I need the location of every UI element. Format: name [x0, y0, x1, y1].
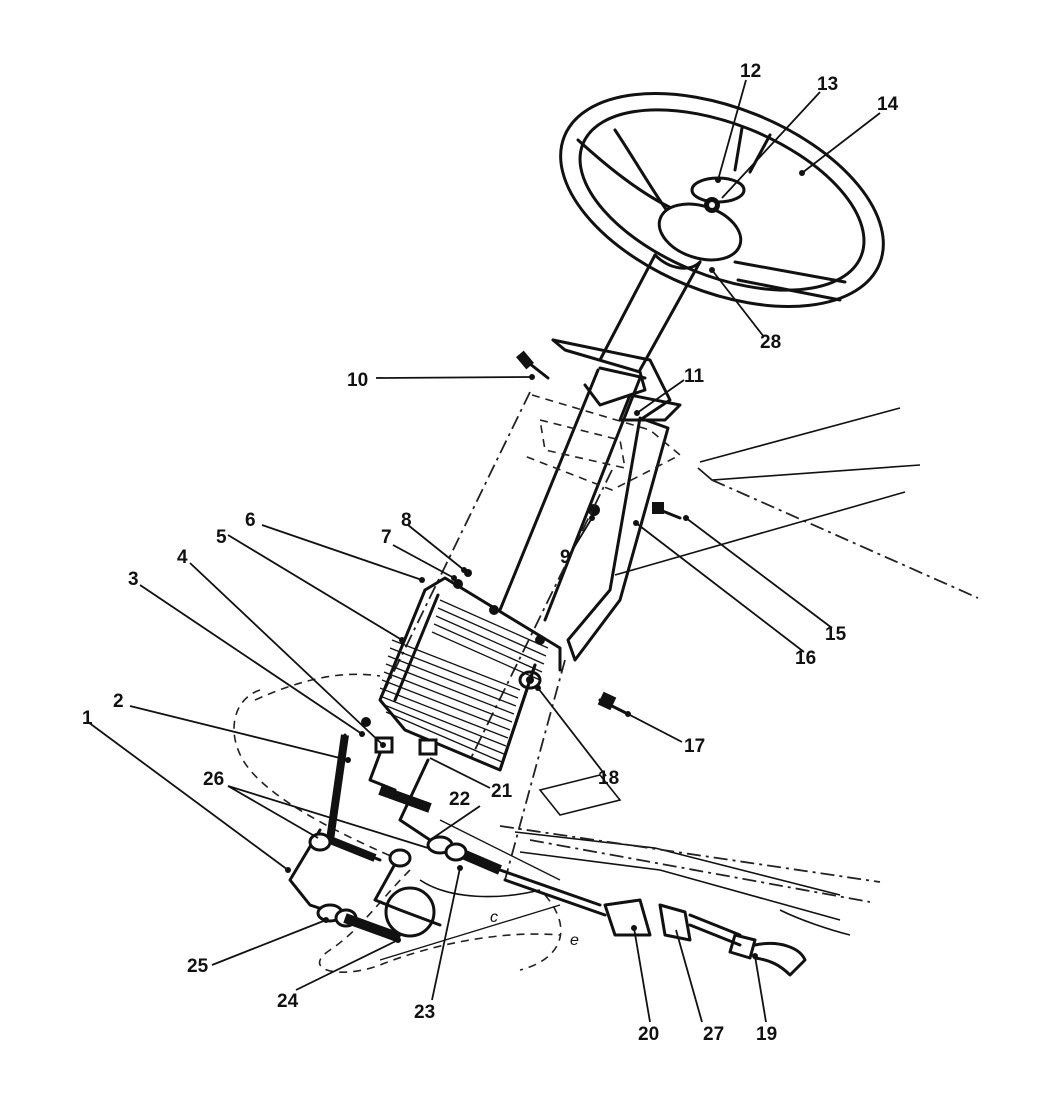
callout-7: 7 — [381, 527, 392, 548]
callout-10: 10 — [347, 370, 368, 391]
callout-8: 8 — [401, 510, 412, 531]
vehicle-body-outline — [233, 407, 979, 973]
callout-28: 28 — [760, 332, 781, 353]
steering-wheel — [559, 92, 885, 308]
callout-9: 9 — [560, 547, 571, 568]
callout-18: 18 — [598, 768, 619, 789]
callout-26: 26 — [203, 769, 224, 790]
callout-11: 11 — [684, 366, 705, 387]
steering-column — [379, 253, 702, 881]
callout-16: 16 — [795, 648, 816, 669]
callout-3: 3 — [128, 569, 139, 590]
callout-25: 25 — [187, 956, 209, 977]
callout-27: 27 — [703, 1024, 724, 1045]
callout-23: 23 — [414, 1002, 435, 1023]
callout-2: 2 — [113, 691, 124, 712]
callout-13: 13 — [817, 74, 838, 95]
callout-4: 4 — [177, 547, 188, 568]
hydraulic-hoses — [288, 733, 807, 977]
callout-24: 24 — [277, 991, 299, 1012]
callout-1: 1 — [82, 708, 93, 729]
callout-labels: 1 2 3 4 5 6 7 8 9 10 11 12 13 14 15 16 1… — [82, 61, 899, 1045]
centerline-mark-c: c — [490, 909, 498, 926]
callout-17: 17 — [684, 736, 705, 757]
callout-19: 19 — [756, 1024, 777, 1045]
callout-15: 15 — [825, 624, 847, 645]
centerline-marks: c e — [490, 909, 579, 949]
callout-6: 6 — [245, 510, 256, 531]
callout-5: 5 — [216, 527, 227, 548]
callout-20: 20 — [638, 1024, 659, 1045]
leader-dots — [285, 170, 805, 959]
callout-22: 22 — [449, 789, 470, 810]
callout-leaders — [87, 79, 881, 1023]
centerline-mark-e: e — [570, 932, 579, 949]
gear-housing-hatching — [379, 599, 549, 763]
callout-14: 14 — [877, 94, 899, 115]
callout-12: 12 — [740, 61, 761, 82]
steering-control-unit — [361, 569, 562, 772]
callout-21: 21 — [491, 781, 513, 802]
